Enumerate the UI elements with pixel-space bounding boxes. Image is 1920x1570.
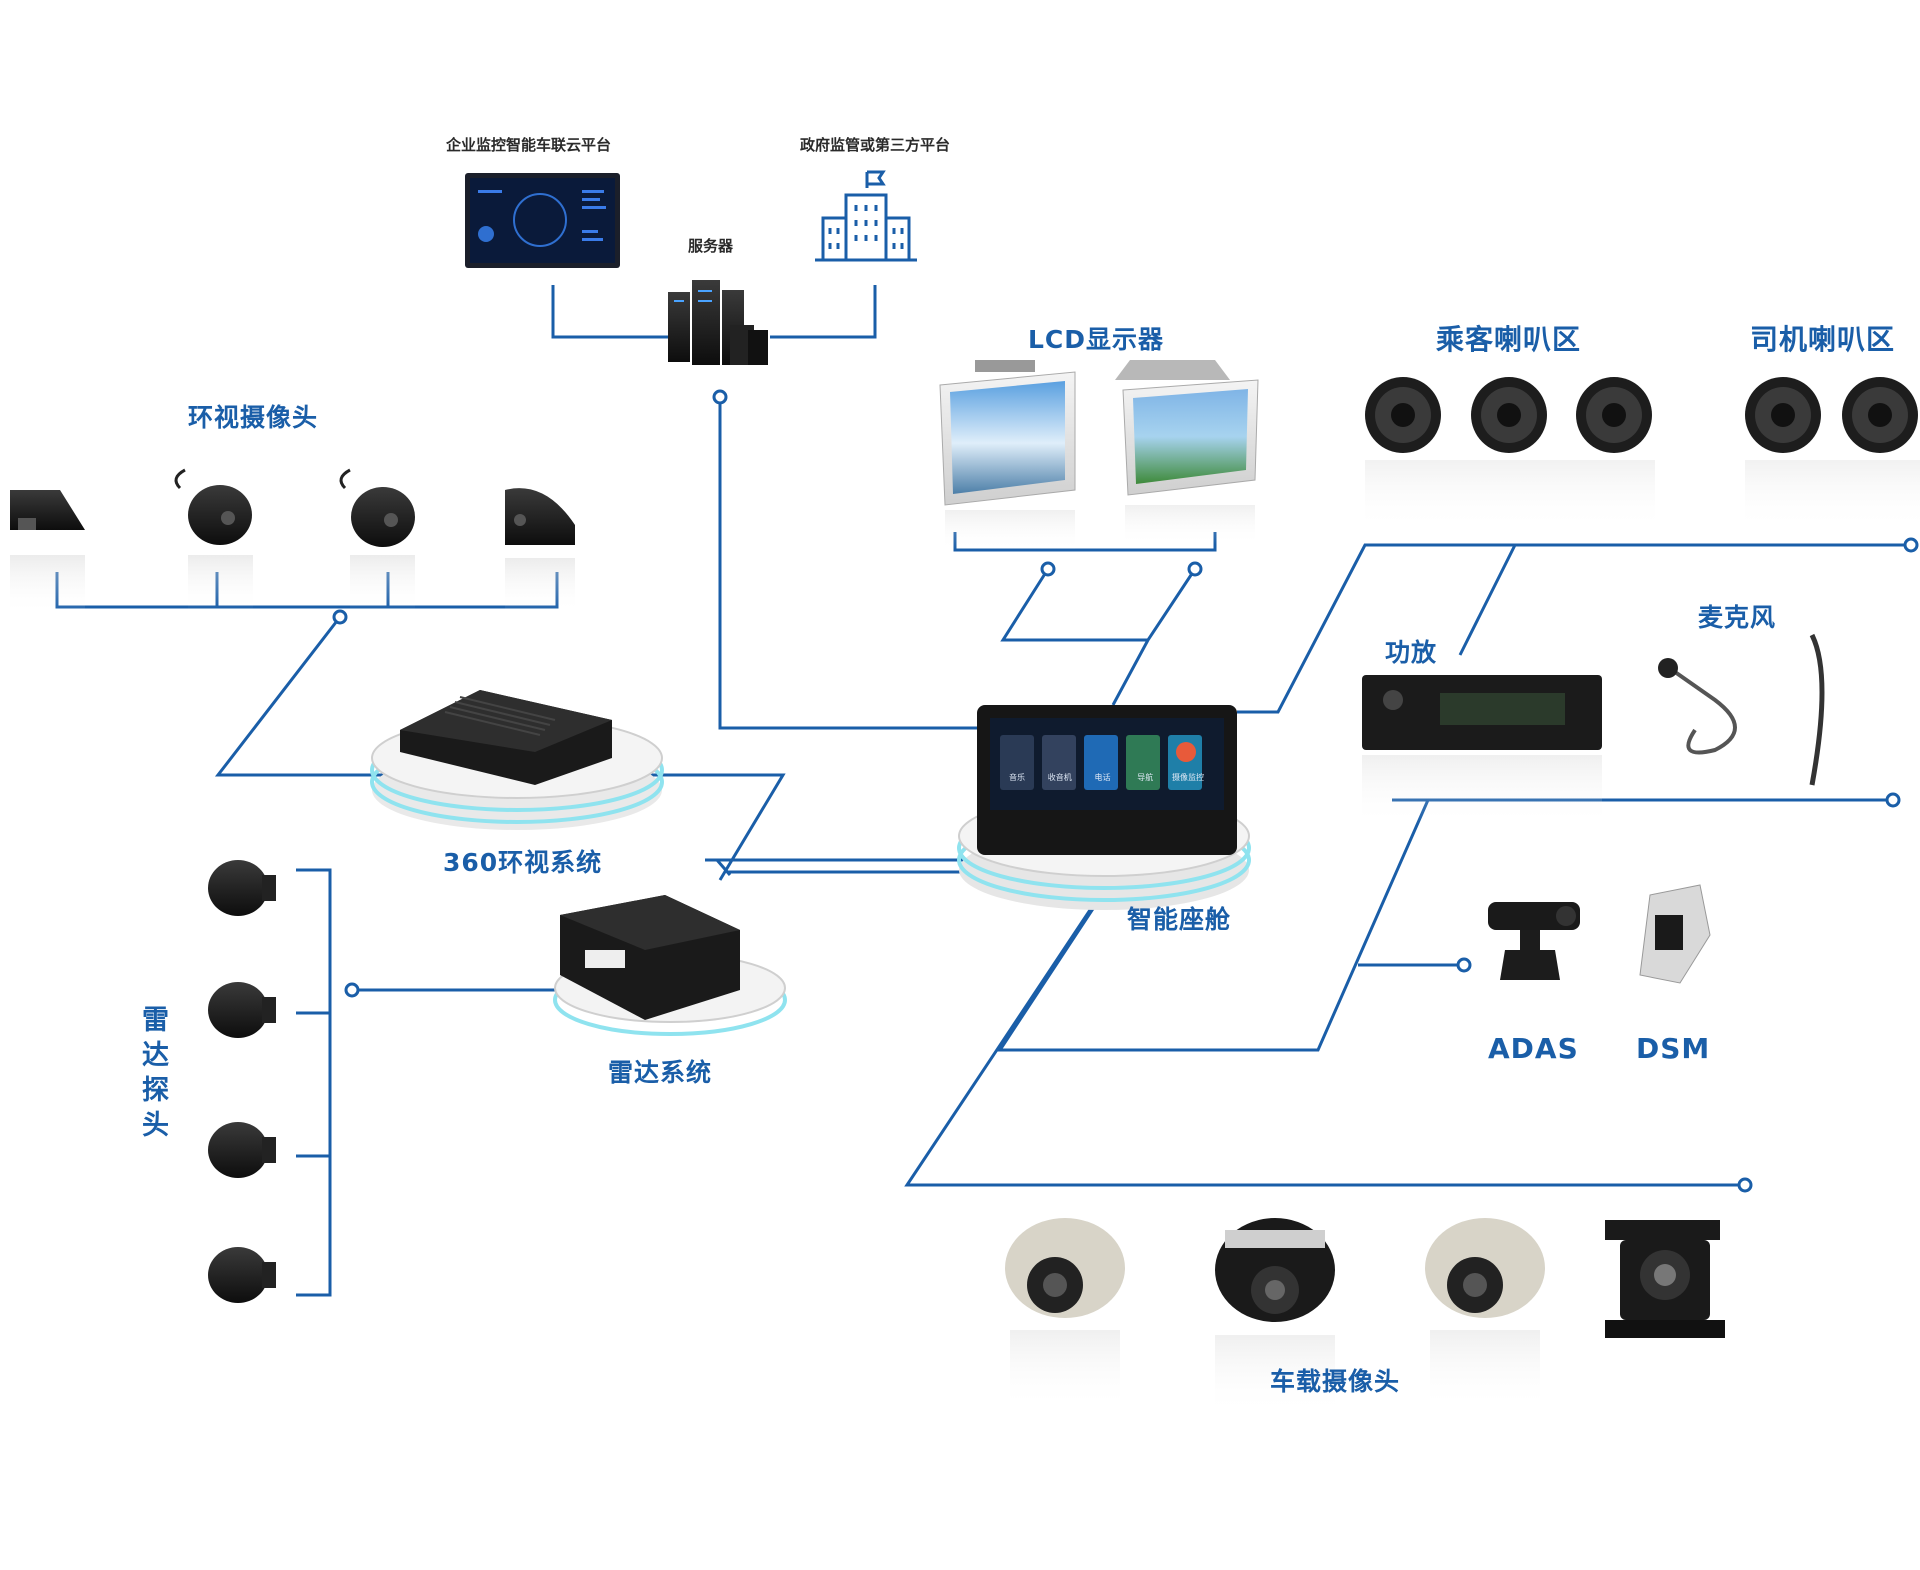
cockpit-app-5: 摄像监控 <box>1172 773 1204 782</box>
surround-system-platform <box>370 690 664 830</box>
gov-platform-label: 政府监管或第三方平台 <box>800 136 951 154</box>
line-amp-bus <box>1458 544 1517 656</box>
adas-image <box>1488 902 1580 980</box>
speaker-3 <box>1576 377 1652 453</box>
speaker-4 <box>1745 377 1821 453</box>
line-radar-bus <box>296 868 332 1297</box>
enterprise-monitor-image <box>465 173 620 268</box>
radar-probe-3 <box>208 1122 276 1178</box>
radar-probe-label: 雷达探头 <box>137 1005 168 1145</box>
lcd-monitors <box>939 360 1259 550</box>
line-enterprise-server <box>551 285 668 339</box>
node-lcd-right <box>1187 561 1203 577</box>
driver-speakers <box>1745 377 1920 530</box>
node-speaker <box>1903 537 1919 553</box>
radar-probe-2 <box>208 982 276 1038</box>
amplifier-label: 功放 <box>1385 638 1438 667</box>
passenger-speaker-label: 乘客喇叭区 <box>1436 323 1582 356</box>
speaker-2 <box>1471 377 1547 453</box>
radar-system-platform <box>553 895 787 1036</box>
lcd-label: LCD显示器 <box>1028 325 1165 354</box>
node-adas <box>1456 957 1472 973</box>
smart-cockpit-label: 智能座舱 <box>1127 905 1232 934</box>
vehicle-camera-1 <box>1005 1218 1125 1410</box>
microphone-label: 麦克风 <box>1698 603 1777 632</box>
cockpit-app-3: 电话 <box>1094 773 1111 782</box>
vehicle-camera-label: 车载摄像头 <box>1270 1367 1401 1396</box>
speaker-1 <box>1365 377 1441 453</box>
line-cockpit-cameras <box>904 894 1740 1187</box>
line-lcd-to-cockpit <box>1000 568 1197 706</box>
cockpit-app-4: 导航 <box>1137 773 1154 782</box>
vehicle-camera-row <box>1005 1218 1725 1415</box>
cockpit-app-labels: 音乐 收音机 电话 导航 摄像监控 <box>1000 772 1205 783</box>
node-mic <box>1885 792 1901 808</box>
surround-camera-3 <box>339 468 415 610</box>
vehicle-camera-3 <box>1425 1218 1545 1410</box>
surround-system-label: 360环视系统 <box>443 848 603 877</box>
dsm-image <box>1639 884 1711 984</box>
line-gov-server <box>770 285 877 339</box>
lcd-monitor-1 <box>939 360 1076 550</box>
adas-label: ADAS <box>1488 1032 1579 1065</box>
passenger-speakers <box>1365 377 1655 530</box>
node-server <box>712 389 728 405</box>
surround-camera-2 <box>174 468 253 610</box>
line-cockpit-speaker <box>1237 543 1905 714</box>
server-image <box>668 280 768 365</box>
vehicle-camera-2 <box>1215 1218 1335 1415</box>
line-surround-bus <box>55 572 559 609</box>
speaker-5 <box>1842 377 1918 453</box>
radar-probe-1 <box>208 860 276 916</box>
cockpit-app-2: 收音机 <box>1047 773 1072 782</box>
amplifier-image <box>1362 675 1602 825</box>
driver-speaker-label: 司机喇叭区 <box>1750 323 1896 356</box>
vehicle-camera-4 <box>1605 1220 1725 1338</box>
radar-system-label: 雷达系统 <box>608 1058 713 1087</box>
government-building-icon <box>815 170 917 262</box>
line-360-cockpit <box>715 859 732 876</box>
surround-camera-label: 环视摄像头 <box>188 403 319 432</box>
microphone-image <box>1658 633 1825 786</box>
enterprise-platform-label: 企业监控智能车联云平台 <box>446 136 612 154</box>
node-lcd-left <box>1040 561 1056 577</box>
dsm-label: DSM <box>1636 1032 1711 1065</box>
smart-cockpit-image <box>957 705 1251 910</box>
radar-probe-4 <box>208 1247 276 1303</box>
lcd-monitor-2 <box>1115 360 1259 545</box>
node-cameras <box>1737 1177 1753 1193</box>
server-label: 服务器 <box>688 237 734 255</box>
surround-camera-4 <box>505 488 575 613</box>
line-cockpit-adas <box>997 799 1430 1052</box>
node-surround <box>332 609 348 625</box>
radar-probe-column <box>208 860 276 1303</box>
surround-camera-1 <box>10 490 85 615</box>
surround-camera-row <box>10 468 575 615</box>
line-server-cockpit <box>718 397 977 730</box>
node-radar <box>344 982 360 998</box>
cockpit-app-1: 音乐 <box>1009 773 1025 782</box>
connection-nodes <box>332 389 1919 1193</box>
